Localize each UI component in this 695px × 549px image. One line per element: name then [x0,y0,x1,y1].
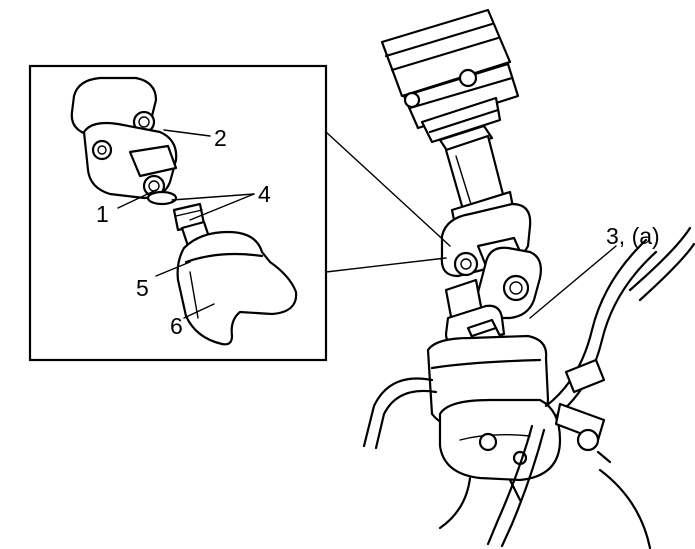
leader-6 [183,303,215,319]
callout-3a: 3, (a) [606,223,660,249]
leader-4a [171,193,255,201]
steering-gear-housing-main [426,334,562,530]
leader-5 [155,261,191,277]
leader-4b [189,193,255,221]
detail-leaders [117,129,255,319]
callout-2: 2 [214,125,227,151]
callout-6: 6 [170,313,183,339]
universal-joint-detail [70,76,178,206]
callout-1: 1 [96,201,109,227]
callout-5: 5 [136,275,149,301]
zoom-line-top [325,131,451,247]
brake-line-main [362,226,695,549]
detail-inset [28,64,451,362]
universal-joint-main [440,202,542,348]
callout-4: 4 [258,181,271,207]
leader-3a [529,245,617,319]
leader-1 [117,189,157,209]
upper-steering-shaft [380,8,520,154]
steering-gear-housing-detail [176,230,298,346]
leader-2 [163,129,211,137]
zoom-line-bottom [325,257,447,273]
main-assembly-illustration [362,8,695,549]
